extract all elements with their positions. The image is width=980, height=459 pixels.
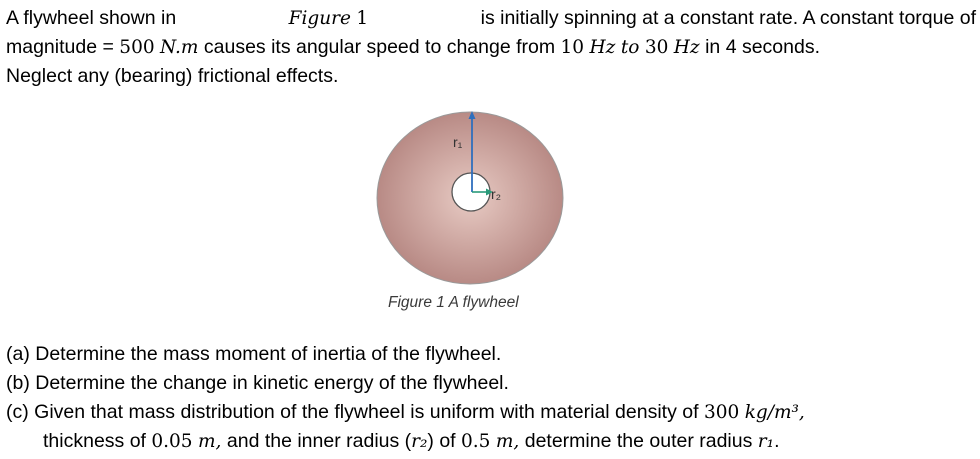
question-a: (a) Determine the mass moment of inertia… (6, 343, 502, 365)
question-text: ) of (427, 430, 456, 452)
inner-radius-symbol: r₂ (411, 431, 428, 452)
freq-end-unit: Hz (673, 37, 700, 58)
question-c-text: (c) Given that mass distribution of the … (6, 401, 699, 423)
question-text: determine the outer radius (524, 430, 753, 452)
torque-value: 500 (119, 37, 155, 58)
question-text: thickness of (43, 430, 146, 452)
freq-end-value: 30 (644, 37, 669, 58)
intro-text: magnitude = (6, 36, 114, 58)
r2-label: r₂ (491, 186, 501, 202)
flywheel-figure: r₁ r₂ (375, 110, 567, 285)
intro-text: in 4 seconds. (705, 36, 820, 58)
figure-reference: Figure (288, 8, 351, 29)
intro-text: is initially spinning at a constant rate… (480, 7, 976, 29)
intro-text: A flywheel shown in (6, 7, 177, 29)
intro-text: causes its angular speed to change from (203, 36, 556, 58)
r1-arrowhead (468, 111, 476, 119)
question-b: (b) Determine the change in kinetic ener… (6, 372, 509, 394)
questions-list: (a) Determine the mass moment of inertia… (6, 340, 805, 456)
r2-arrowhead (486, 188, 493, 196)
to-word: to (620, 37, 640, 58)
problem-statement: A flywheel shown in Figure 1 is initiall… (6, 4, 976, 90)
freq-start-unit: Hz (589, 37, 616, 58)
question-text: . (774, 430, 780, 452)
freq-start-value: 10 (560, 37, 585, 58)
r1-label: r₁ (453, 134, 463, 150)
flywheel-diagram: r₁ r₂ (376, 111, 564, 285)
figure-number: 1 (356, 8, 369, 29)
inner-radius-value: 0.5 (461, 431, 491, 452)
thickness-unit: m, (198, 431, 222, 452)
intro-line-2: magnitude = 500 N.m causes its angular s… (6, 33, 976, 62)
thickness-value: 0.05 (151, 431, 193, 452)
density-value: 300 (703, 402, 740, 423)
outer-radius-symbol: r₁ (757, 431, 775, 452)
question-text: and the inner radius ( (226, 430, 412, 452)
question-c-continued: thickness of 0.05 m, and the inner radiu… (6, 427, 805, 456)
intro-line-3: Neglect any (bearing) frictional effects… (6, 65, 339, 87)
torque-unit: N.m (160, 37, 199, 58)
density-unit: kg/m³, (744, 402, 805, 423)
question-c: (c) Given that mass distribution of the … (6, 398, 805, 427)
inner-radius-unit: m, (495, 431, 520, 452)
intro-line-1: A flywheel shown in Figure 1 is initiall… (6, 4, 976, 33)
figure-caption: Figure 1 A flywheel (388, 294, 519, 311)
